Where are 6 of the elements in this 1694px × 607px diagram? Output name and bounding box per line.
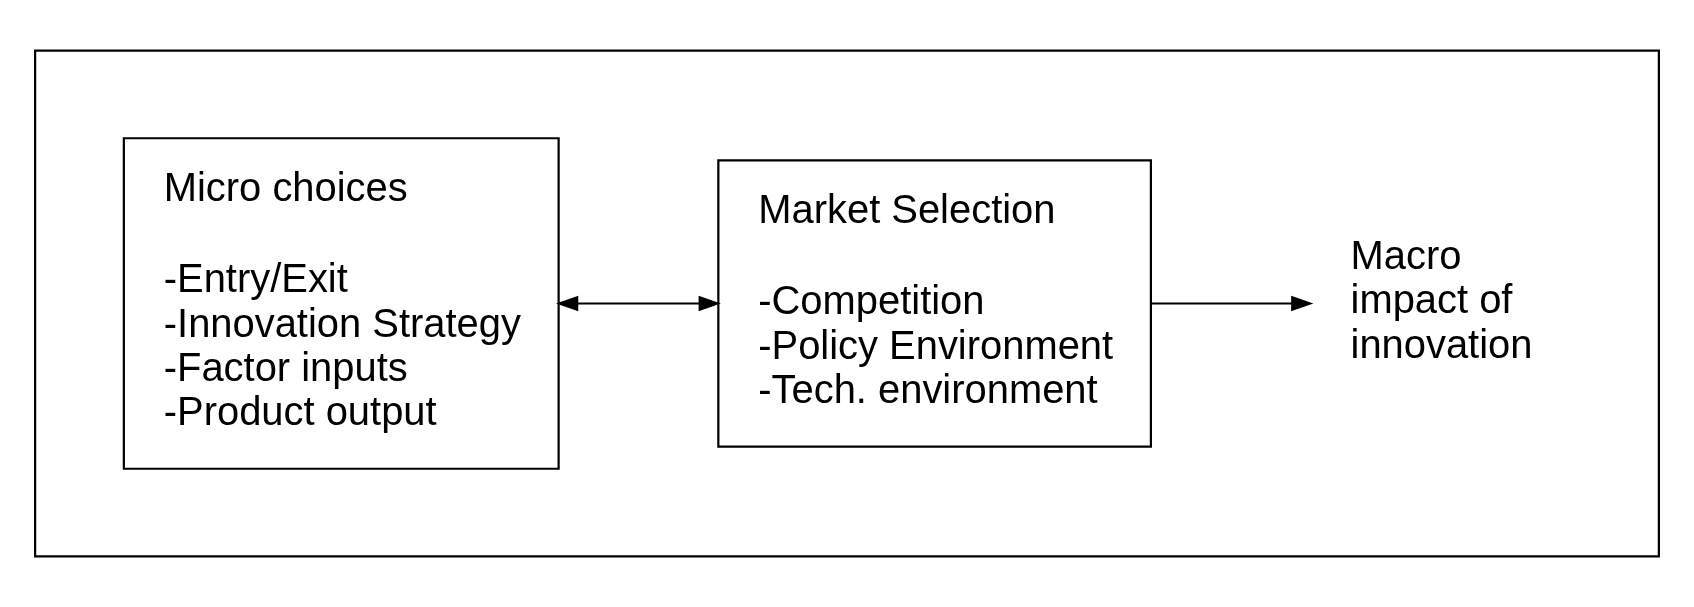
node-box: Market Selection -Competition -Policy Environment -Tech. environment — [717, 159, 1152, 448]
node-box: Micro choices -Entry/Exit -Innovation Strategy -Factor inputs -Product output — [122, 137, 560, 470]
cluster — [34, 49, 1660, 558]
node-text: Macro impact of innovation — [1350, 232, 1533, 366]
arrow — [1151, 295, 1314, 312]
arrow — [556, 295, 721, 312]
